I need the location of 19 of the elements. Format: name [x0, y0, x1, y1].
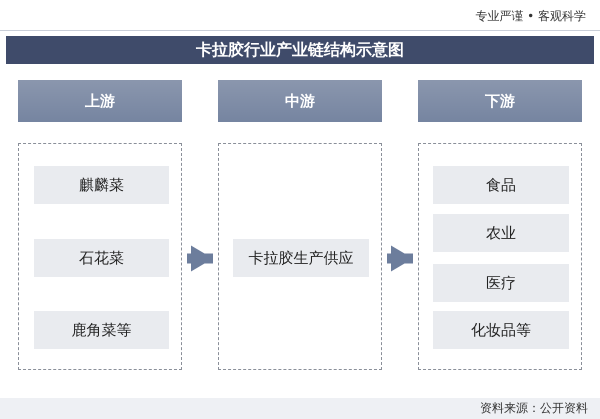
source-note: 资料来源：公开资料: [480, 400, 588, 417]
title-bar: 卡拉胶行业产业链结构示意图: [6, 36, 594, 64]
slogan-text: 专业严谨 • 客观科学: [475, 8, 586, 25]
item-box: 食品: [433, 166, 569, 204]
dashed-group-box: [218, 143, 382, 370]
dashed-group-box: [18, 143, 182, 370]
item-box: 卡拉胶生产供应: [233, 239, 369, 277]
item-box: 麒麟菜: [34, 166, 169, 204]
stage-header: 下游: [418, 80, 582, 122]
stage-header: 上游: [18, 80, 182, 122]
stage-header: 中游: [218, 80, 382, 122]
item-box: 化妆品等: [433, 311, 569, 349]
item-box: 农业: [433, 214, 569, 252]
dashed-group-box: [418, 143, 582, 370]
item-box: 鹿角菜等: [34, 311, 169, 349]
block-arrow: [387, 246, 413, 272]
item-box: 石花菜: [34, 239, 169, 277]
block-arrow: [187, 246, 213, 272]
item-box: 医疗: [433, 264, 569, 302]
